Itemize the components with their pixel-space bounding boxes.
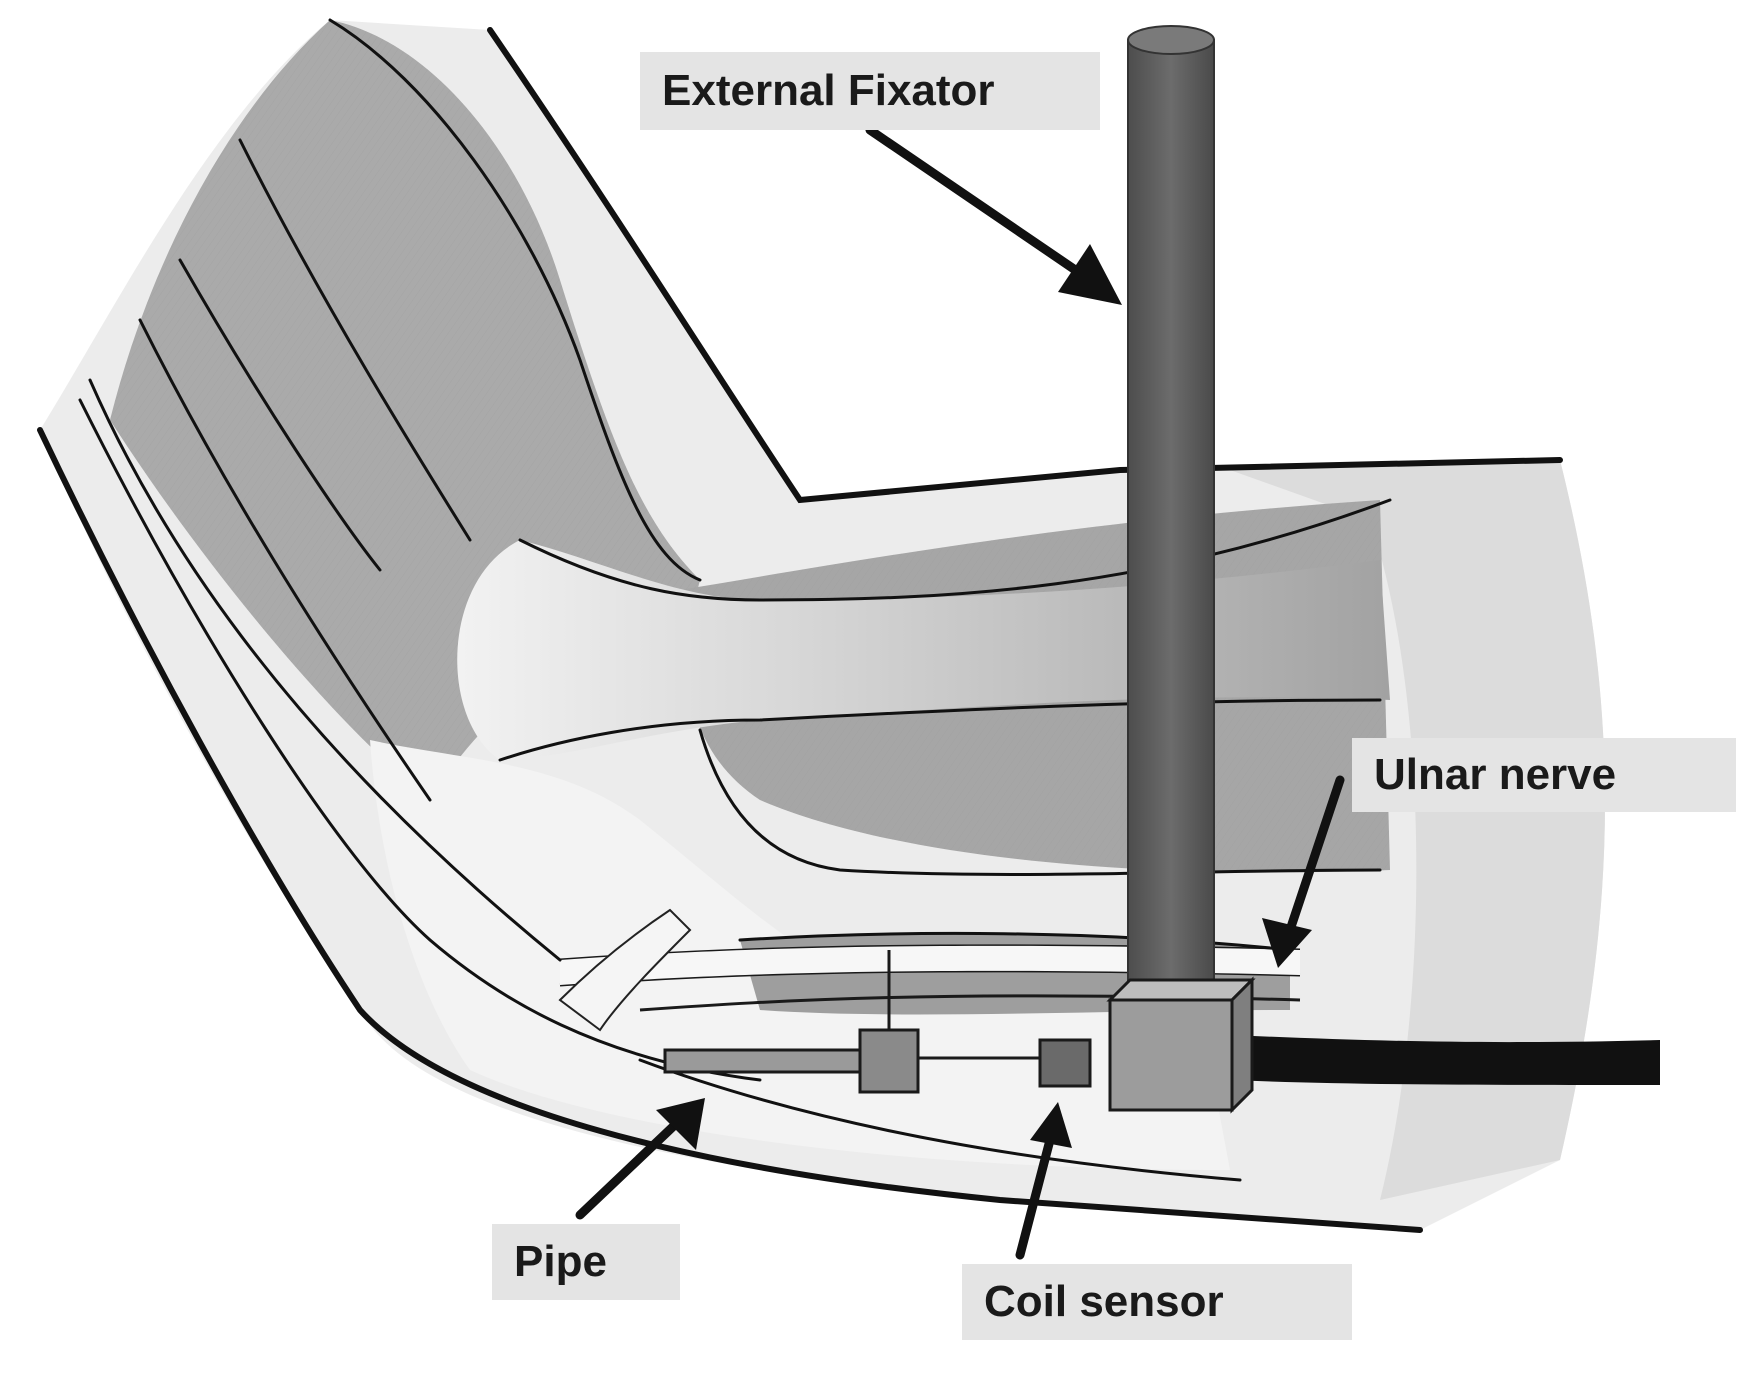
coil-sensor-label: Coil sensor [962,1264,1352,1340]
pipe-label-text: Pipe [514,1237,607,1286]
ligament-band [558,908,692,1032]
external-fixator [1106,25,1256,1114]
arrow-coil-sensor [1015,1102,1072,1260]
external-fixator-label: External Fixator [640,52,1100,130]
coil-sensor-label-text: Coil sensor [984,1277,1224,1326]
sensor-cable [1230,1035,1660,1085]
ulnar-nerve-label-text: Ulnar nerve [1374,750,1617,799]
coil-sensor [1038,1038,1092,1088]
pipe-label: Pipe [492,1224,680,1300]
external-fixator-label-text: External Fixator [662,66,995,115]
ulnar-nerve-fill [560,945,1300,985]
ulnar-nerve-label: Ulnar nerve [1352,738,1736,812]
arrows [575,125,1345,1260]
arrow-pipe [575,1098,705,1220]
pipe [663,950,1040,1094]
arrow-external-fixator [865,125,1122,305]
arrow-ulnar-nerve [1262,775,1345,968]
